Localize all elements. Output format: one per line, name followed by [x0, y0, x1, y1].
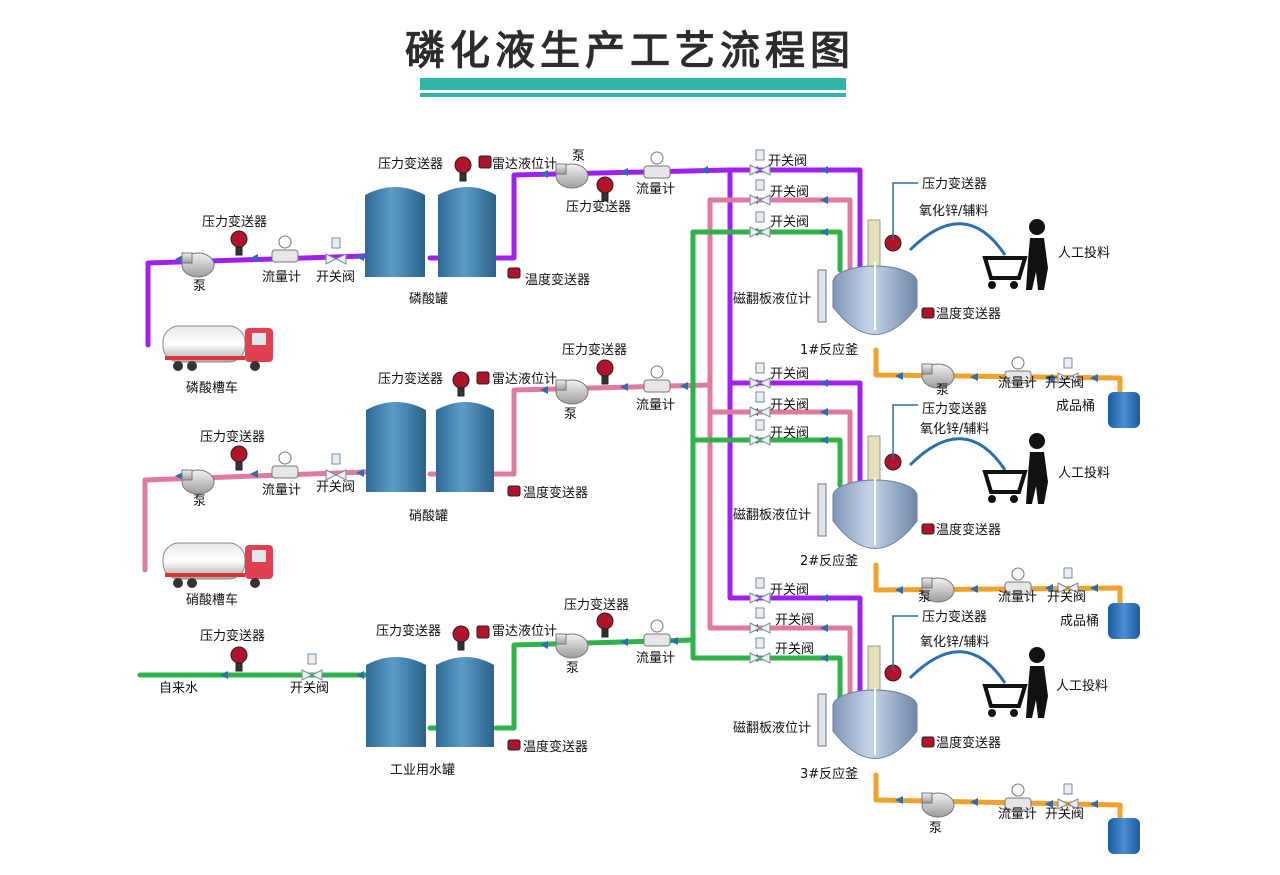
label-pressure-transmitter: 压力变送器	[200, 429, 265, 445]
label-reactor-1: 1#反应釜	[800, 342, 858, 358]
label-valve: 开关阀	[770, 185, 809, 200]
label-flow-meter: 流量计	[636, 651, 675, 666]
label-valve: 开关阀	[1045, 807, 1084, 822]
phosphoric-storage-tanks	[365, 187, 496, 277]
label-valve: 开关阀	[770, 398, 809, 413]
label-temperature-transmitter: 温度变送器	[523, 485, 588, 501]
radar-level-gauge-icons	[476, 155, 492, 639]
label-temperature-transmitter: 温度变送器	[525, 272, 590, 288]
label-temperature-transmitter: 温度变送器	[936, 522, 1001, 538]
label-flow-meter: 流量计	[262, 483, 301, 498]
pump-icons	[181, 163, 955, 818]
label-valve: 开关阀	[290, 681, 329, 696]
label-manual-feeding: 人工投料	[1058, 465, 1110, 481]
label-flow-meter: 流量计	[998, 376, 1037, 391]
label-valve: 开关阀	[770, 367, 809, 382]
temperature-transmitter-icons	[507, 267, 935, 751]
label-radar-level-gauge: 雷达液位计	[492, 372, 557, 387]
label-pressure-transmitter: 压力变送器	[378, 156, 443, 172]
label-flow-meter: 流量计	[262, 270, 301, 285]
product-barrel-icons	[1108, 392, 1140, 854]
label-valve: 开关阀	[1045, 376, 1084, 391]
label-pump: 泵	[929, 821, 942, 836]
label-reactor-2: 2#反应釜	[800, 553, 858, 569]
worker-cart-icon-3	[982, 647, 1048, 718]
label-valve: 开关阀	[775, 642, 814, 657]
label-nitric-truck: 硝酸槽车	[186, 592, 238, 608]
label-pressure-transmitter: 压力变送器	[562, 342, 627, 358]
label-valve: 开关阀	[770, 583, 809, 598]
label-valve: 开关阀	[770, 215, 809, 230]
label-product-barrel: 成品桶	[1060, 614, 1099, 629]
flow-arrows	[175, 166, 1098, 808]
label-pump: 泵	[572, 149, 585, 164]
page-title: 磷化液生产工艺流程图	[405, 28, 855, 74]
label-magnetic-level-gauge: 磁翻板液位计	[733, 292, 811, 307]
label-pump: 泵	[193, 494, 206, 509]
water-storage-tanks	[366, 657, 494, 747]
label-pressure-transmitter: 压力变送器	[566, 199, 631, 215]
label-pressure-transmitter: 压力变送器	[922, 609, 987, 625]
label-manual-feeding: 人工投料	[1056, 678, 1108, 694]
label-nitric-tank: 硝酸罐	[409, 509, 448, 524]
label-temperature-transmitter: 温度变送器	[936, 735, 1001, 751]
label-pump: 泵	[564, 407, 577, 422]
label-additive: 氧化锌/辅料	[920, 635, 989, 650]
label-pressure-transmitter: 压力变送器	[378, 371, 443, 387]
label-temperature-transmitter: 温度变送器	[936, 306, 1001, 322]
label-pump: 泵	[936, 383, 949, 398]
additive-feed-arrows	[908, 222, 1007, 684]
phosphoric-tanker-truck	[162, 325, 273, 371]
worker-cart-icon-2	[982, 433, 1048, 504]
reactor-pressure-taps	[892, 182, 918, 670]
label-magnetic-level-gauge: 磁翻板液位计	[733, 721, 811, 736]
label-product-barrel: 成品桶	[1056, 399, 1095, 414]
label-tap-water: 自来水	[159, 681, 198, 696]
title-underline	[420, 78, 846, 98]
label-pressure-transmitter: 压力变送器	[922, 401, 987, 417]
label-pump: 泵	[193, 279, 206, 294]
label-valve: 开关阀	[775, 613, 814, 628]
label-pressure-transmitter: 压力变送器	[376, 623, 441, 639]
label-pressure-transmitter: 压力变送器	[564, 597, 629, 613]
label-reactor-3: 3#反应釜	[800, 766, 858, 782]
pipe-network	[137, 167, 1123, 823]
label-radar-level-gauge: 雷达液位计	[492, 624, 557, 639]
label-valve: 开关阀	[1047, 590, 1086, 605]
label-magnetic-level-gauge: 磁翻板液位计	[733, 508, 811, 523]
label-valve: 开关阀	[768, 154, 807, 169]
reactor-2	[817, 435, 918, 549]
label-flow-meter: 流量计	[998, 590, 1037, 605]
nitric-tanker-truck	[162, 542, 273, 588]
nitric-storage-tanks	[366, 402, 494, 492]
label-pump: 泵	[918, 590, 931, 605]
product-pipe	[873, 347, 1123, 823]
label-flow-meter: 流量计	[636, 182, 675, 197]
reactor-1	[817, 219, 918, 335]
label-flow-meter: 流量计	[998, 807, 1037, 822]
label-manual-feeding: 人工投料	[1058, 245, 1110, 261]
diagram-labels: 压力变送器 泵 流量计 开关阀 压力变送器 雷达液位计 磷酸罐 温度变送器 泵 …	[159, 149, 1110, 836]
label-water-tank: 工业用水罐	[390, 763, 455, 778]
label-flow-meter: 流量计	[636, 398, 675, 413]
worker-cart-icon-1	[982, 219, 1048, 290]
label-phosphoric-truck: 磷酸槽车	[186, 380, 238, 396]
label-pressure-transmitter: 压力变送器	[922, 176, 987, 192]
label-valve: 开关阀	[770, 426, 809, 441]
label-phosphoric-tank: 磷酸罐	[409, 292, 448, 307]
label-additive: 氧化锌/辅料	[919, 204, 988, 219]
label-valve: 开关阀	[316, 270, 355, 285]
flow-meter-icons	[271, 151, 1032, 811]
label-radar-level-gauge: 雷达液位计	[492, 157, 557, 172]
valve-icons	[301, 149, 1079, 810]
label-valve: 开关阀	[316, 480, 355, 495]
label-pressure-transmitter: 压力变送器	[202, 214, 267, 230]
reactor-3	[817, 645, 918, 759]
label-pump: 泵	[566, 661, 579, 676]
label-temperature-transmitter: 温度变送器	[523, 739, 588, 755]
label-additive: 氧化锌/辅料	[920, 422, 989, 437]
label-pressure-transmitter: 压力变送器	[200, 628, 265, 644]
